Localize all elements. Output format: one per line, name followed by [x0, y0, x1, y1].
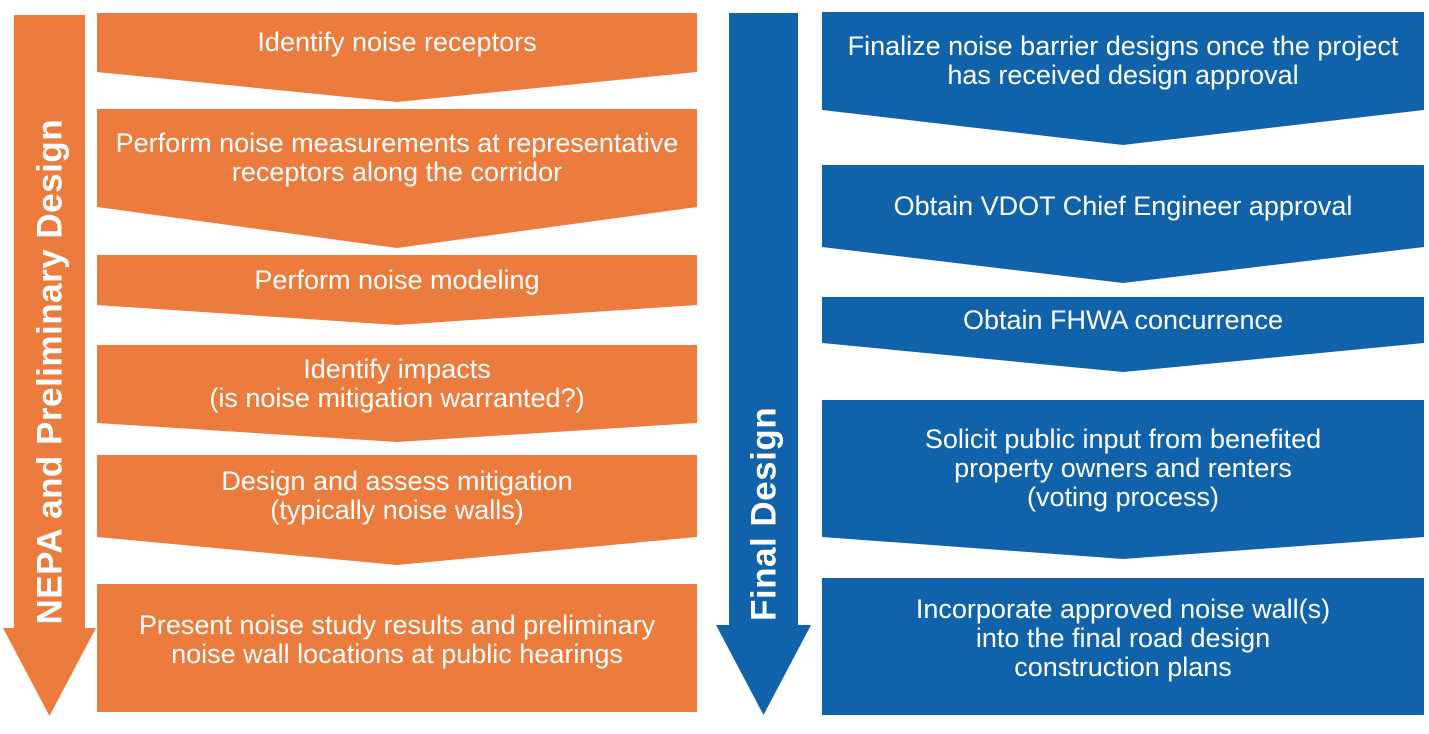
step-perform-noise-modeling: Perform noise modeling: [97, 255, 697, 325]
step-incorporate-approved-noise-walls: Incorporate approved noise wall(s) into …: [822, 578, 1424, 715]
step-label: Perform noise measurements at representa…: [115, 128, 679, 187]
nepa-phase-title: NEPA and Preliminary Design: [29, 118, 69, 624]
step-label: Identify noise receptors: [257, 27, 537, 58]
step-perform-noise-measurements: Perform noise measurements at representa…: [97, 109, 697, 248]
step-label: Finalize noise barrier designs once the …: [847, 31, 1399, 90]
step-present-noise-study-results: Present noise study results and prelimin…: [97, 584, 697, 712]
step-label: Incorporate approved noise wall(s) into …: [915, 594, 1331, 682]
step-label: Design and assess mitigation (typically …: [221, 466, 573, 525]
step-solicit-public-input: Solicit public input from benefited prop…: [822, 400, 1424, 559]
step-obtain-vdot-chief-engineer-approval: Obtain VDOT Chief Engineer approval: [822, 165, 1424, 283]
nepa-arrow-head-down-icon: [3, 628, 96, 716]
step-label: Obtain FHWA concurrence: [962, 304, 1284, 335]
nepa-phase-arrow-shaft: NEPA and Preliminary Design: [14, 15, 85, 628]
final-design-arrow-head-down-icon: [716, 625, 811, 715]
step-label: Obtain VDOT Chief Engineer approval: [893, 190, 1353, 221]
step-identify-impacts: Identify impacts (is noise mitigation wa…: [97, 345, 697, 442]
final-design-phase-title: Final Design: [743, 406, 783, 621]
step-label: Perform noise modeling: [254, 264, 540, 295]
step-label: Identify impacts (is noise mitigation wa…: [209, 354, 585, 413]
final-design-phase-arrow-shaft: Final Design: [729, 13, 798, 625]
step-label: Present noise study results and prelimin…: [138, 610, 656, 669]
step-label: Solicit public input from benefited prop…: [924, 424, 1322, 512]
step-obtain-fhwa-concurrence: Obtain FHWA concurrence: [822, 297, 1424, 372]
step-finalize-noise-barrier-designs: Finalize noise barrier designs once the …: [822, 12, 1424, 145]
step-design-assess-mitigation: Design and assess mitigation (typically …: [97, 455, 697, 565]
step-identify-noise-receptors: Identify noise receptors: [97, 13, 697, 102]
